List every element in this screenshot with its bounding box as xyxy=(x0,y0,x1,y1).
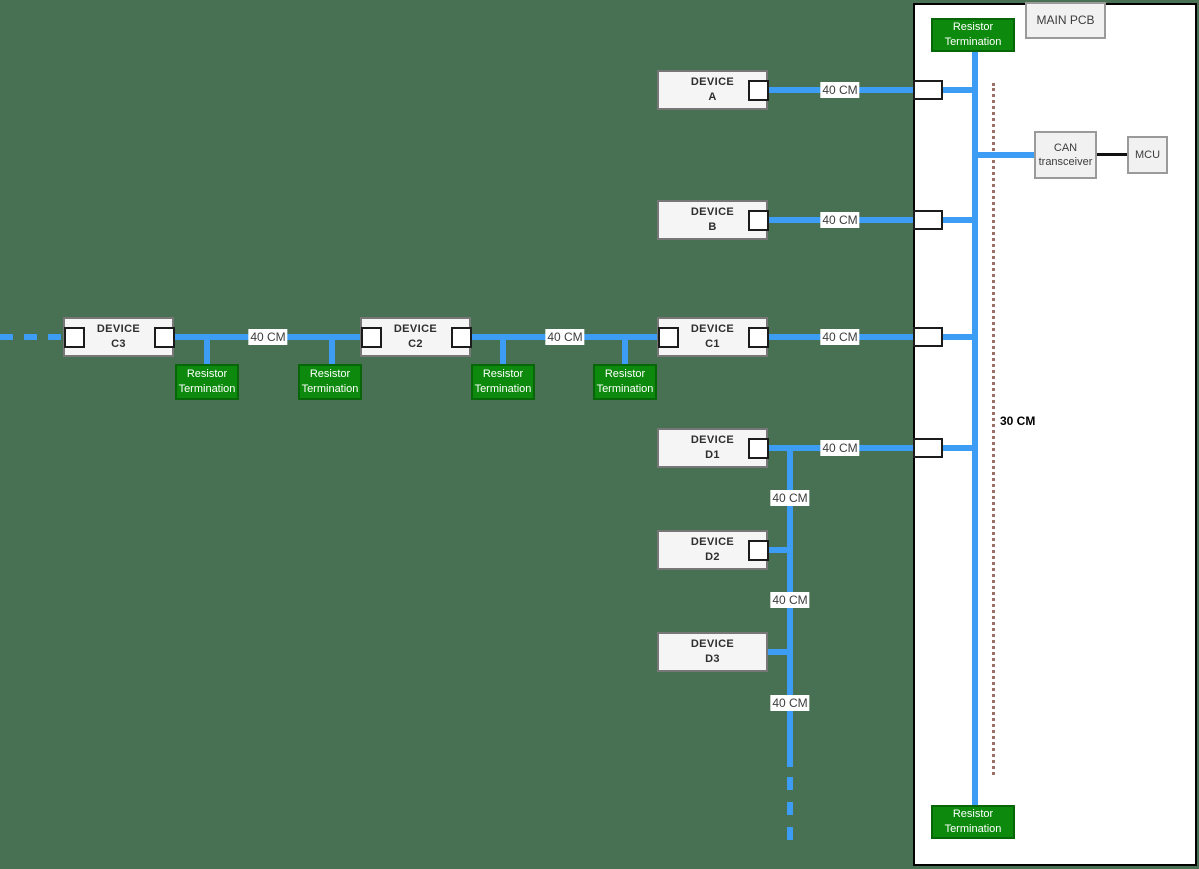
mcu-label: MCU xyxy=(1134,148,1161,161)
termination-line1: Resistor xyxy=(186,368,228,381)
pcb-connector-b xyxy=(913,210,943,230)
connector-device-a xyxy=(748,80,769,101)
resistor-termination-2: Resistor Termination xyxy=(298,364,362,400)
device-id: C2 xyxy=(408,338,423,350)
device-name: DEVICE xyxy=(690,536,735,549)
termination-line2: Termination xyxy=(474,383,532,395)
pcb-can-bus-line xyxy=(972,52,978,805)
device-id: A xyxy=(708,91,717,103)
stub-termination-3 xyxy=(500,337,506,364)
termination-line1: Resistor xyxy=(952,808,994,821)
device-name: DEVICE xyxy=(690,76,735,89)
connector-device-c1-left xyxy=(658,327,679,348)
device-name: DEVICE xyxy=(690,323,735,336)
resistor-termination-pcb-top: Resistor Termination xyxy=(931,18,1015,52)
connector-device-d1 xyxy=(748,438,769,459)
wire-transceiver-to-mcu xyxy=(1097,153,1127,156)
stub-device-d3 xyxy=(768,649,790,655)
connector-device-c2-right xyxy=(451,327,472,348)
termination-line1: Resistor xyxy=(309,368,351,381)
cable-device-a xyxy=(768,87,975,93)
pcb-bus-length-label: 30 CM xyxy=(1000,414,1036,428)
cable-device-d1 xyxy=(768,445,975,451)
termination-line1: Resistor xyxy=(952,21,994,34)
connector-device-d2 xyxy=(748,540,769,561)
pcb-connector-a xyxy=(913,80,943,100)
connector-device-c3-left xyxy=(64,327,85,348)
termination-line2: Termination xyxy=(301,383,359,395)
can-transceiver-line1: CAN xyxy=(1053,141,1078,154)
connector-device-c1-right xyxy=(748,327,769,348)
cable-device-b xyxy=(768,217,975,223)
device-id: C3 xyxy=(111,338,126,350)
can-transceiver-line2: transceiver xyxy=(1038,156,1093,168)
cable-device-c1 xyxy=(768,334,975,340)
cable-bus-to-transceiver xyxy=(975,152,1034,158)
stub-termination-4 xyxy=(622,337,628,364)
device-name: DEVICE xyxy=(393,323,438,336)
connector-device-c2-left xyxy=(361,327,382,348)
device-id: C1 xyxy=(705,338,720,350)
device-box-b: DEVICE B xyxy=(657,200,768,240)
termination-line1: Resistor xyxy=(482,368,524,381)
device-name: DEVICE xyxy=(690,434,735,447)
length-label-c3-c2: 40 CM xyxy=(248,329,288,345)
stub-termination-1 xyxy=(204,337,210,364)
termination-line2: Termination xyxy=(944,823,1002,835)
stub-device-d2 xyxy=(768,547,790,553)
termination-line2: Termination xyxy=(596,383,654,395)
device-id: D3 xyxy=(705,653,720,665)
length-label-device-b: 40 CM xyxy=(820,212,860,228)
length-label-device-a: 40 CM xyxy=(820,82,860,98)
termination-line1: Resistor xyxy=(604,368,646,381)
device-id: B xyxy=(708,221,717,233)
termination-line2: Termination xyxy=(178,383,236,395)
length-label-device-d1: 40 CM xyxy=(820,440,860,456)
device-name: DEVICE xyxy=(690,638,735,651)
length-label-d2-d3: 40 CM xyxy=(770,592,810,608)
length-label-d1-d2: 40 CM xyxy=(770,490,810,506)
main-pcb-title: MAIN PCB xyxy=(1025,2,1106,39)
device-id: D2 xyxy=(705,551,720,563)
mcu-box: MCU xyxy=(1127,136,1168,174)
termination-line2: Termination xyxy=(944,36,1002,48)
resistor-termination-1: Resistor Termination xyxy=(175,364,239,400)
connector-device-c3-right xyxy=(154,327,175,348)
main-pcb-title-text: MAIN PCB xyxy=(1036,12,1095,27)
pcb-bus-measure-dotted-line xyxy=(992,83,995,775)
cable-c-chain-continues xyxy=(0,334,63,340)
length-label-c2-c1: 40 CM xyxy=(545,329,585,345)
resistor-termination-4: Resistor Termination xyxy=(593,364,657,400)
cable-d-chain-continues xyxy=(787,777,793,841)
device-name: DEVICE xyxy=(690,206,735,219)
device-id: D1 xyxy=(705,449,720,461)
resistor-termination-pcb-bottom: Resistor Termination xyxy=(931,805,1015,839)
pcb-connector-c1 xyxy=(913,327,943,347)
length-label-device-c1: 40 CM xyxy=(820,329,860,345)
can-transceiver-box: CAN transceiver xyxy=(1034,131,1097,179)
device-box-d3: DEVICE D3 xyxy=(657,632,768,672)
connector-device-b xyxy=(748,210,769,231)
device-box-c3: DEVICE C3 xyxy=(63,317,174,357)
stub-termination-2 xyxy=(329,337,335,364)
resistor-termination-3: Resistor Termination xyxy=(471,364,535,400)
length-label-d3-next: 40 CM xyxy=(770,695,810,711)
pcb-connector-d1 xyxy=(913,438,943,458)
device-name: DEVICE xyxy=(96,323,141,336)
